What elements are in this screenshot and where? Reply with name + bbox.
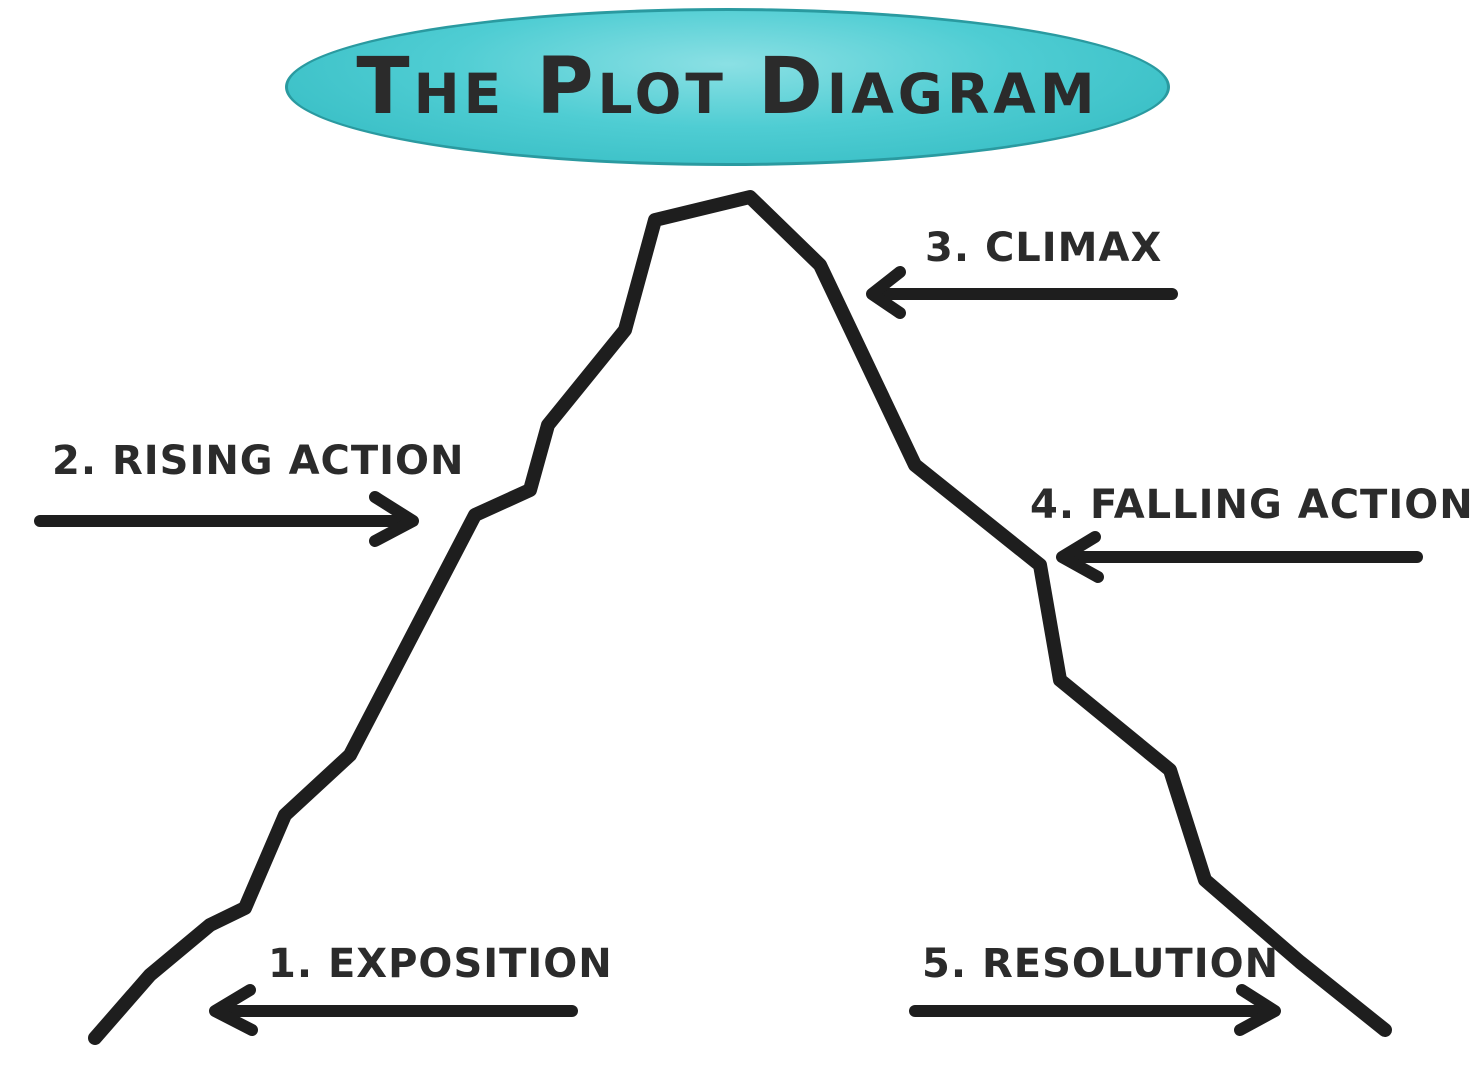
label-exposition: 1. Exposition	[268, 941, 613, 987]
plot-diagram-graphics	[34, 190, 1423, 1045]
label-rising-action: 2. Rising Action	[52, 438, 465, 484]
rising-action-arrow	[34, 491, 419, 547]
title-oval: The Plot Diagram	[285, 8, 1170, 166]
label-resolution: 5. Resolution	[922, 941, 1280, 987]
exposition-arrow	[209, 984, 578, 1036]
label-falling-action: 4. Falling Action	[1030, 482, 1474, 528]
diagram-title: The Plot Diagram	[356, 42, 1099, 132]
plot-diagram: The Plot Diagram 3. Climax 2. Rising Act…	[34, 8, 1473, 1045]
plot-line	[88, 190, 1392, 1045]
climax-arrow	[866, 266, 1178, 319]
resolution-arrow	[909, 984, 1281, 1036]
falling-action-arrow	[1056, 531, 1423, 583]
label-climax: 3. Climax	[925, 225, 1163, 271]
